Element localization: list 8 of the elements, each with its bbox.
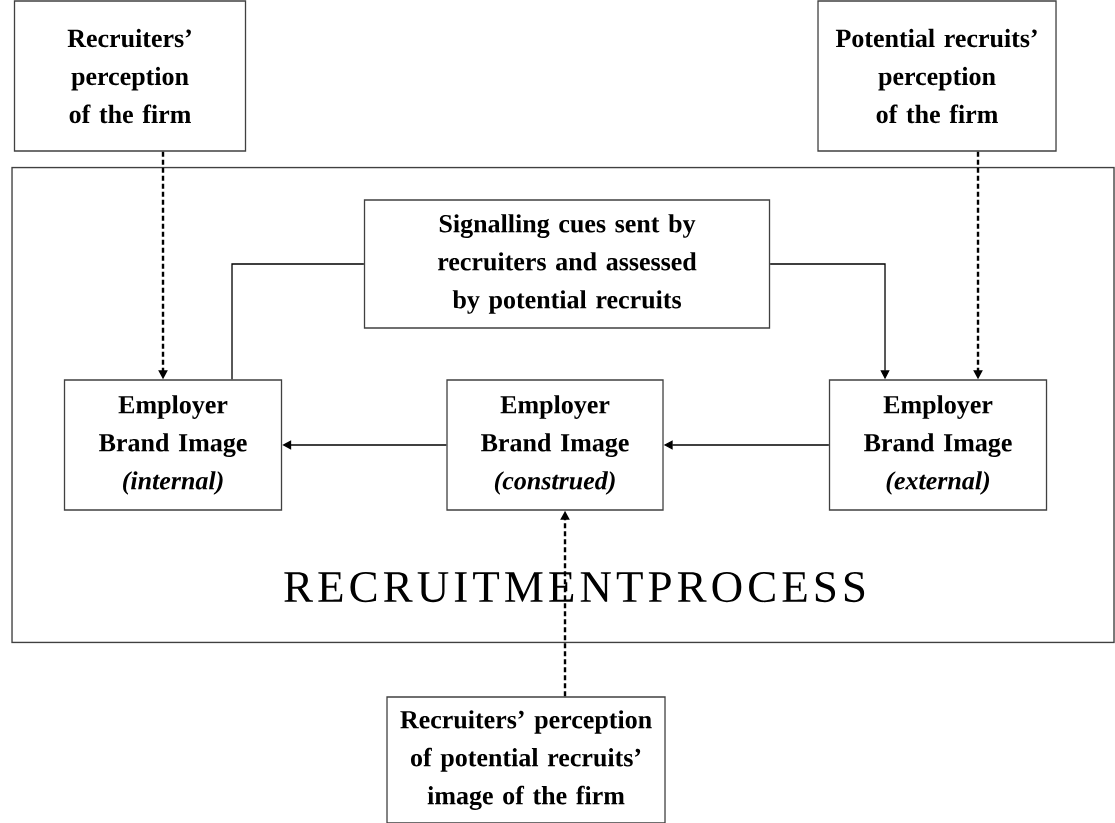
text-box: Potential recruits’ perception of the firm xyxy=(817,0,1057,152)
text-box: Recruiters’ perception of the firm xyxy=(13,0,247,152)
text-box: Employer Brand Image (internal) xyxy=(63,379,283,511)
text-box: Employer Brand Image (external) xyxy=(828,379,1048,511)
text-box: Recruiters’ perception of potential recruits’ image of the firm xyxy=(386,696,666,823)
arrow xyxy=(282,440,447,450)
text-box: Employer Brand Image (construed) xyxy=(446,379,664,511)
text-box: Signalling cues sent by recruiters and assessed by potential recruits xyxy=(363,199,771,329)
